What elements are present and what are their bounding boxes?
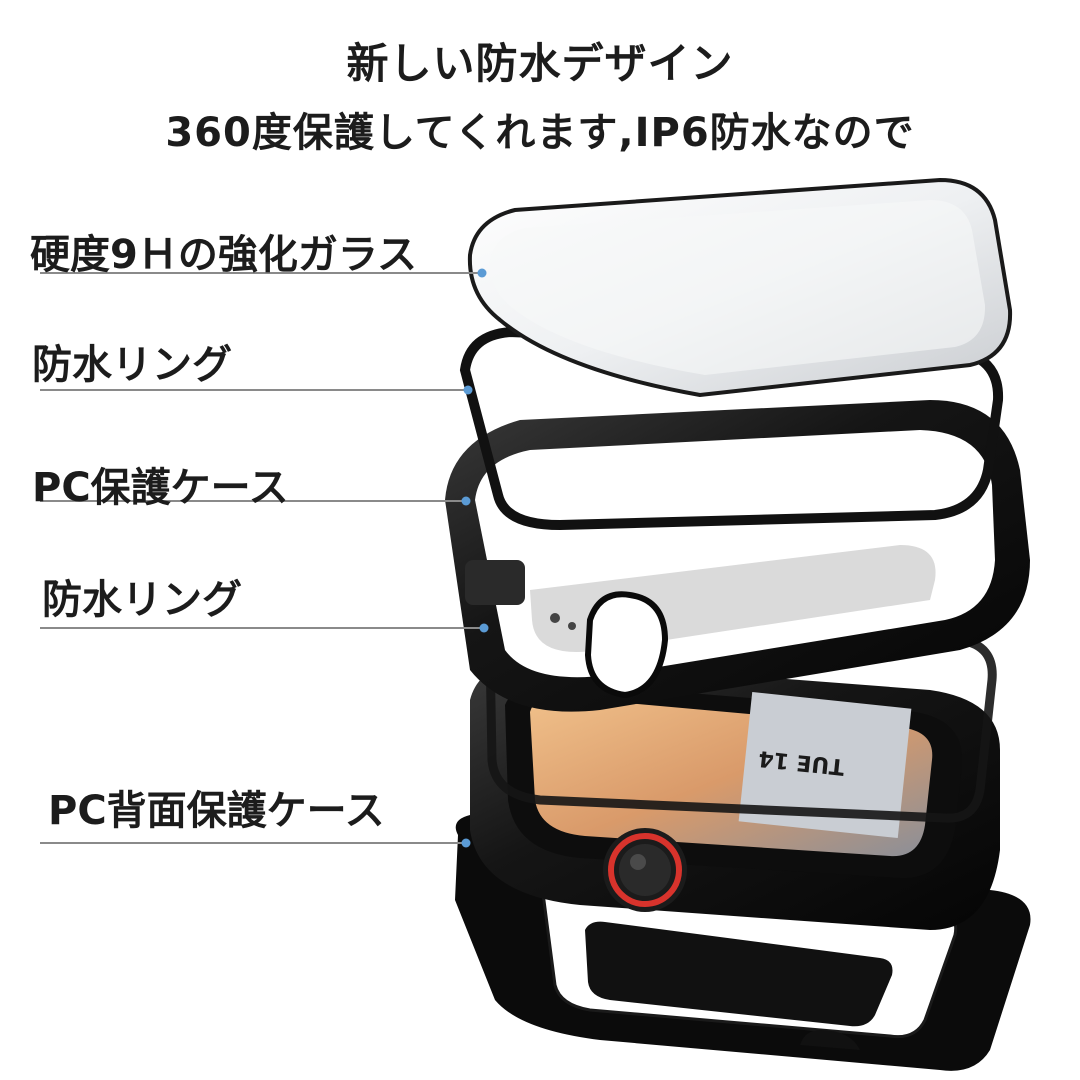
callout-tempered-glass: 硬度9Ｈの強化ガラス <box>30 232 418 278</box>
headline-line-2: 360度保護してくれます,IP6防水なので <box>165 110 915 156</box>
waterproof-ring-upper <box>459 326 1004 531</box>
callout-waterproof-ring-upper: 防水リング <box>32 342 232 388</box>
callout-leaders <box>40 268 489 848</box>
callout-pc-protective-case: PC保護ケース <box>32 465 289 511</box>
tempered-glass <box>467 177 1013 398</box>
headline-line-1: 新しい防水デザイン <box>346 39 734 88</box>
pc-protective-case <box>445 400 1030 712</box>
callout-pc-back-case: PC背面保護ケース <box>48 788 385 834</box>
callout-waterproof-ring-lower: 防水リング <box>42 577 242 623</box>
